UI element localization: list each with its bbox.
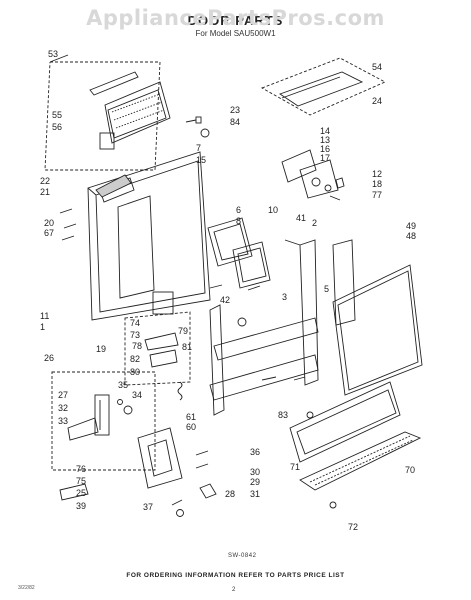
callout-18: 18 — [372, 179, 382, 189]
callout-layer: 5354555624238471514131617121877411022212… — [40, 49, 416, 532]
callout-22: 22 — [40, 176, 50, 186]
filter-assembly — [89, 71, 171, 150]
callout-35: 35 — [118, 380, 128, 390]
callout-32: 32 — [58, 403, 68, 413]
callout-83: 83 — [278, 410, 288, 420]
control-panel — [137, 427, 183, 489]
callout-24: 24 — [372, 96, 382, 106]
vent-trim — [279, 71, 364, 107]
callout-26: 26 — [44, 353, 54, 363]
model-subtitle: For Model SAU500W1 — [195, 29, 276, 38]
latch-assembly — [67, 394, 133, 441]
callout-27: 27 — [58, 390, 68, 400]
callout-71: 71 — [290, 462, 300, 472]
hinge-assembly — [281, 149, 345, 201]
callout-2: 2 — [312, 218, 317, 228]
callout-10: 10 — [268, 205, 278, 215]
door-frame — [209, 239, 319, 416]
callout-73: 73 — [130, 330, 140, 340]
toe-plate — [289, 381, 401, 463]
callout-5: 5 — [324, 284, 329, 294]
spring — [177, 381, 183, 401]
callout-8: 8 — [236, 216, 241, 226]
callout-33: 33 — [58, 416, 68, 426]
callout-54: 54 — [372, 62, 382, 72]
callout-72: 72 — [348, 522, 358, 532]
group-bracket-53 — [44, 61, 161, 171]
callout-56: 56 — [52, 122, 62, 132]
door-handle — [95, 174, 132, 198]
kick-plate-grille — [299, 431, 422, 491]
door-gasket — [332, 239, 356, 326]
callout-21: 21 — [40, 187, 50, 197]
callout-55: 55 — [52, 110, 62, 120]
dispenser-housing — [207, 217, 271, 289]
callout-11: 11 — [40, 311, 49, 321]
callout-77: 77 — [372, 190, 382, 200]
page-number: 2 — [232, 587, 236, 593]
callout-67: 67 — [44, 228, 54, 238]
callout-30: 30 — [250, 467, 260, 477]
callout-75: 75 — [76, 476, 86, 486]
callout-29: 29 — [250, 477, 260, 487]
callout-41: 41 — [296, 213, 306, 223]
callout-78: 78 — [132, 341, 142, 351]
callout-28: 28 — [225, 489, 235, 499]
callout-37: 37 — [143, 502, 153, 512]
callout-53: 53 — [48, 49, 58, 59]
footer-note: FOR ORDERING INFORMATION REFER TO PARTS … — [126, 572, 345, 579]
callout-20: 20 — [44, 218, 54, 228]
callout-48: 48 — [406, 231, 416, 241]
callout-25: 25 — [76, 488, 86, 498]
callout-80: 80 — [130, 367, 140, 377]
callout-82: 82 — [130, 354, 140, 364]
screw-24 — [185, 116, 210, 138]
callout-6: 6 — [236, 205, 241, 215]
callout-16: 16 — [320, 144, 330, 154]
callout-13: 13 — [320, 135, 330, 145]
callout-81: 81 — [182, 342, 192, 352]
page-title: DOOR PARTS — [187, 13, 284, 28]
group-box-26 — [51, 371, 156, 471]
watermark: AppliancePartsPros.com — [86, 6, 385, 30]
inner-door-panel — [332, 264, 423, 396]
callout-49: 49 — [406, 221, 416, 231]
callout-36: 36 — [250, 447, 260, 457]
callout-15: 15 — [196, 155, 206, 165]
callout-19: 19 — [96, 344, 106, 354]
callout-42: 42 — [220, 295, 230, 305]
callout-74: 74 — [130, 318, 140, 328]
callout-60: 60 — [186, 422, 196, 432]
group-box-19 — [124, 311, 191, 386]
callout-23: 23 — [230, 105, 240, 115]
callout-76: 76 — [76, 464, 86, 474]
group-box-56 — [260, 57, 387, 116]
corner-code: 3/22/82 — [18, 585, 35, 591]
outer-door-panel — [87, 151, 211, 321]
callout-39: 39 — [76, 501, 86, 511]
callout-70: 70 — [405, 465, 415, 475]
callout-1: 1 — [40, 322, 45, 332]
callout-14: 14 — [320, 126, 330, 136]
callout-34: 34 — [132, 390, 142, 400]
callout-79: 79 — [178, 326, 188, 336]
callout-17: 17 — [320, 153, 330, 163]
callout-31: 31 — [250, 489, 260, 499]
callout-84: 84 — [230, 117, 240, 127]
callout-7: 7 — [196, 143, 201, 153]
callout-3: 3 — [282, 292, 287, 302]
diagram-code: SW-0842 — [228, 553, 257, 559]
callout-61: 61 — [186, 412, 196, 422]
callout-12: 12 — [372, 169, 382, 179]
